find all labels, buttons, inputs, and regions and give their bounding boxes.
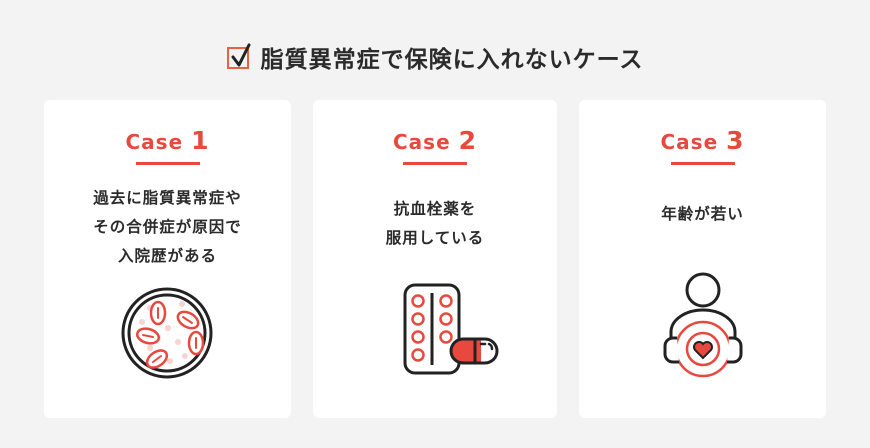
case-description: 年齢が若い <box>579 200 826 229</box>
case-word: Case <box>660 130 719 154</box>
case-underline <box>670 162 735 165</box>
case-label: Case 3 <box>579 126 826 155</box>
case-description-line: 年齢が若い <box>661 205 744 223</box>
case-label: Case 1 <box>44 126 291 155</box>
case-card-1: Case 1 過去に脂質異常症や その合併症が原因で 入院歴がある <box>44 100 291 418</box>
blood-cells-petri-icon <box>121 287 213 379</box>
checkbox-checked-icon <box>226 43 251 69</box>
case-card-3: Case 3 年齢が若い <box>579 100 826 418</box>
page-header: 脂質異常症で保険に入れないケース <box>0 40 870 74</box>
case-underline <box>403 162 467 165</box>
case-description-line: その合併症が原因で <box>93 218 242 236</box>
case-description-line: 抗血栓薬を <box>393 200 477 218</box>
case-description-line: 過去に脂質異常症や <box>93 189 242 207</box>
case-word: Case <box>392 130 451 154</box>
case-number: 1 <box>191 126 210 155</box>
person-heart-icon <box>663 272 743 378</box>
case-description-line: 服用している <box>385 229 485 247</box>
case-card-2: Case 2 抗血栓薬を 服用している <box>313 100 557 418</box>
case-number: 3 <box>726 126 745 155</box>
case-description: 抗血栓薬を 服用している <box>313 195 557 253</box>
case-description-line: 入院歴がある <box>117 247 217 265</box>
case-word: Case <box>125 130 184 154</box>
page-title: 脂質異常症で保険に入れないケース <box>260 47 644 73</box>
case-label: Case 2 <box>313 126 557 155</box>
case-underline <box>135 162 200 165</box>
case-description: 過去に脂質異常症や その合併症が原因で 入院歴がある <box>44 184 291 271</box>
pill-blister-capsule-icon <box>403 283 499 375</box>
case-number: 2 <box>458 126 478 155</box>
